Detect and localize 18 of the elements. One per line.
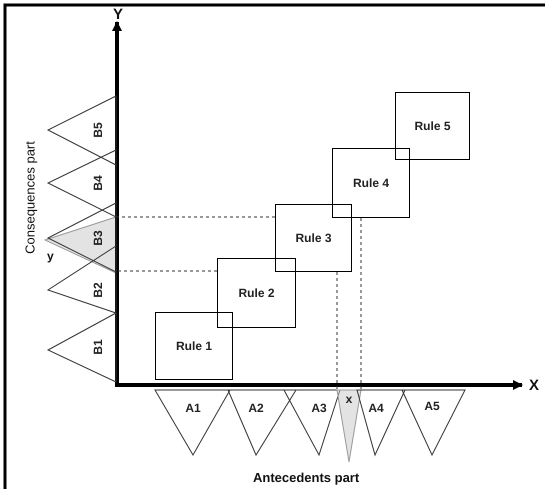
axis-title: Antecedents part xyxy=(253,470,360,485)
membership-triangle: A4 xyxy=(357,390,405,455)
shaded-triangle: x xyxy=(337,390,361,462)
projection-line xyxy=(360,218,362,390)
projection-line xyxy=(116,270,218,272)
membership-triangle: B1 xyxy=(48,313,116,382)
membership-triangle: B4 xyxy=(48,150,116,217)
projection-line xyxy=(116,216,276,218)
membership-triangle: A5 xyxy=(402,390,465,455)
membership-triangle: A1 xyxy=(155,390,230,455)
membership-triangle: B5 xyxy=(48,96,116,165)
axis-title: y xyxy=(47,249,54,263)
membership-triangle: A3 xyxy=(284,390,340,455)
axis-title: Y xyxy=(113,6,124,23)
axis-title: Consequences part xyxy=(22,140,38,256)
membership-triangle: A2 xyxy=(228,390,296,455)
axis-title: X xyxy=(529,377,540,394)
projection-line xyxy=(336,272,338,390)
